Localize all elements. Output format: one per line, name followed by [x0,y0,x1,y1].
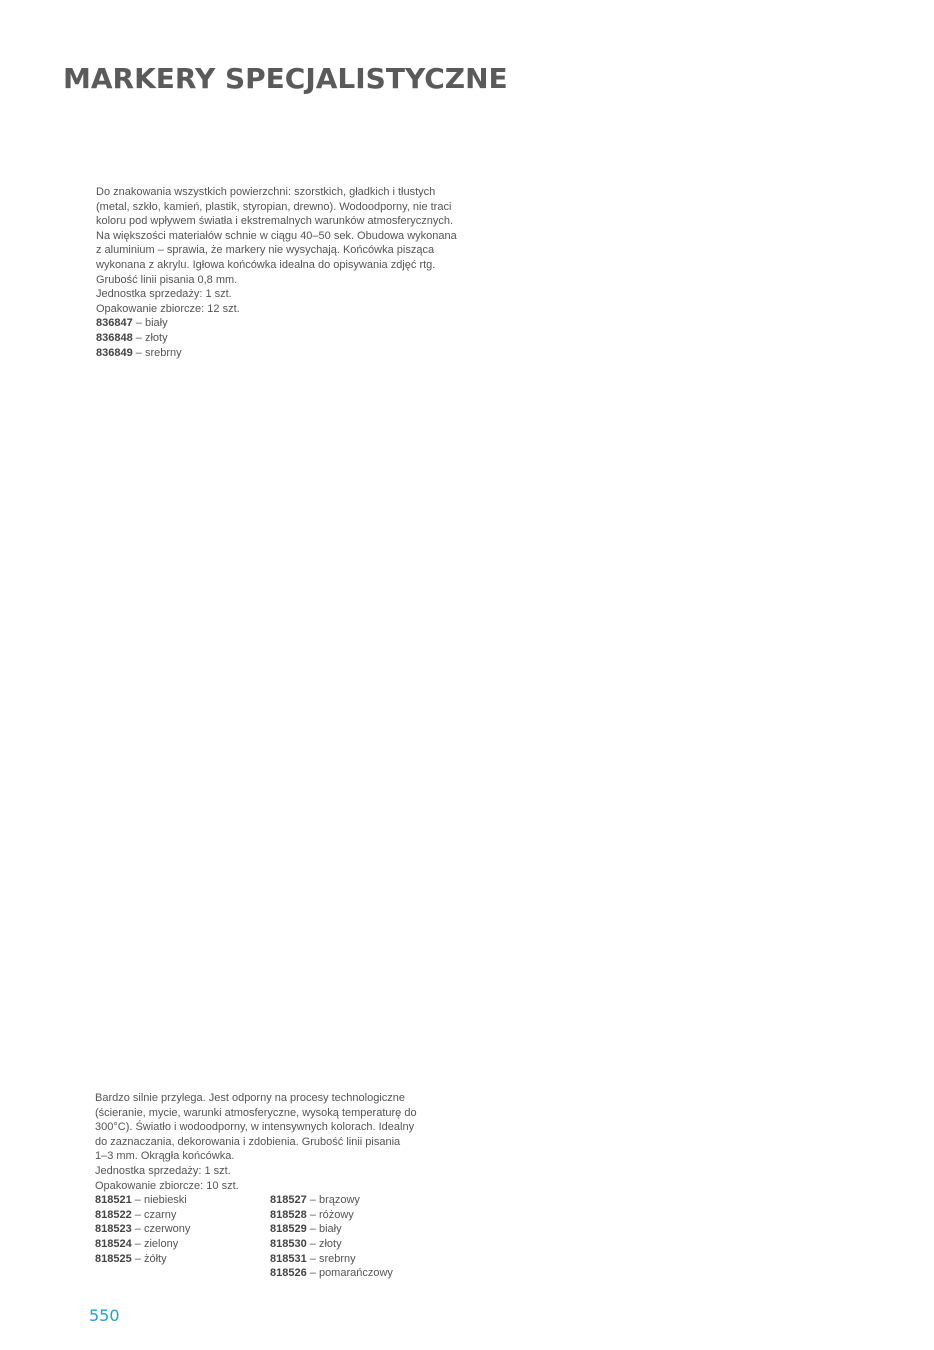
variant-code: 818527 [270,1194,307,1207]
variant-color: – niebieski [131,1194,187,1207]
product-description-block-1: Do znakowania wszystkich powierzchni: sz… [96,185,486,360]
variant-code: 836847 [96,317,133,330]
variant-item: 836849 – srebrny [96,346,486,361]
variant-code: 818522 [95,1208,132,1221]
variant-code: 818526 [270,1267,307,1280]
variant-color: – czerwony [131,1223,191,1236]
variant-code: 818521 [95,1194,132,1207]
variant-column-left: 818521 – niebieski 818522 – czarny 81852… [95,1193,270,1281]
sales-unit: Jednostka sprzedaży: 1 szt. [95,1164,231,1177]
variant-item: 818524 – zielony [95,1237,270,1252]
description-line: (metal, szkło, kamień, plastik, styropia… [96,200,452,213]
variant-code: 818530 [270,1237,307,1250]
variant-code: 818524 [95,1237,132,1250]
variant-color: – złoty [306,1237,342,1250]
variant-color: – srebrny [132,346,182,359]
variant-item: 818527 – brązowy [270,1193,445,1208]
bulk-pack: Opakowanie zbiorcze: 12 szt. [96,302,240,315]
variant-color: – różowy [306,1208,354,1221]
variant-code: 818528 [270,1208,307,1221]
variant-color: – czarny [131,1208,177,1221]
variant-code: 836849 [96,346,133,359]
page-title: MARKERY SPECJALISTYCZNE [63,62,508,95]
description-line: Do znakowania wszystkich powierzchni: sz… [96,186,436,198]
description-line: Na większości materiałów schnie w ciągu … [96,229,457,242]
bulk-pack: Opakowanie zbiorcze: 10 szt. [95,1179,239,1192]
variant-item: 818525 – żółty [95,1252,270,1267]
description-line: Grubość linii pisania 0,8 mm. [96,273,238,286]
variant-item: 818523 – czerwony [95,1222,270,1237]
variant-item: 818530 – złoty [270,1237,445,1252]
variant-item: 818522 – czarny [95,1208,270,1223]
variant-code: 836848 [96,331,133,344]
variant-item: 836848 – złoty [96,331,486,346]
description-line: Bardzo silnie przylega. Jest odporny na … [95,1092,406,1104]
variant-item: 836847 – biały [96,316,486,331]
description-line: (ścieranie, mycie, warunki atmosferyczne… [95,1106,417,1119]
variant-color: – biały [132,317,168,330]
variant-color: – zielony [131,1237,179,1250]
description-line: 1–3 mm. Okrągła końcówka. [95,1150,235,1163]
variant-item: 818526 – pomarańczowy [270,1266,445,1281]
variant-item: 818531 – srebrny [270,1252,445,1267]
variant-color: – srebrny [306,1252,356,1265]
product-description-block-2: Bardzo silnie przylega. Jest odporny na … [95,1091,445,1281]
description-line: wykonana z akrylu. Igłowa końcówka ideal… [96,258,436,271]
description-line: do zaznaczania, dekorowania i zdobienia.… [95,1135,401,1148]
variant-code: 818531 [270,1252,307,1265]
variant-column-right: 818527 – brązowy 818528 – różowy 818529 … [270,1193,445,1281]
variant-code: 818523 [95,1223,132,1236]
description-line: koloru pod wpływem światła i ekstremalny… [96,215,454,228]
variant-columns: 818521 – niebieski 818522 – czarny 81852… [95,1193,445,1281]
variant-color: – brązowy [306,1194,360,1207]
variant-color: – złoty [132,331,168,344]
variant-color: – biały [306,1223,342,1236]
variant-item: 818529 – biały [270,1222,445,1237]
page-number: 550 [89,1306,120,1325]
variant-code: 818529 [270,1223,307,1236]
variant-color: – pomarańczowy [306,1267,393,1280]
variant-item: 818528 – różowy [270,1208,445,1223]
description-line: z aluminium – sprawia, że markery nie wy… [96,244,435,257]
sales-unit: Jednostka sprzedaży: 1 szt. [96,288,232,301]
description-line: 300°C). Światło i wodoodporny, w intensy… [95,1121,415,1134]
variant-color: – żółty [131,1252,167,1265]
variant-code: 818525 [95,1252,132,1265]
variant-item: 818521 – niebieski [95,1193,270,1208]
